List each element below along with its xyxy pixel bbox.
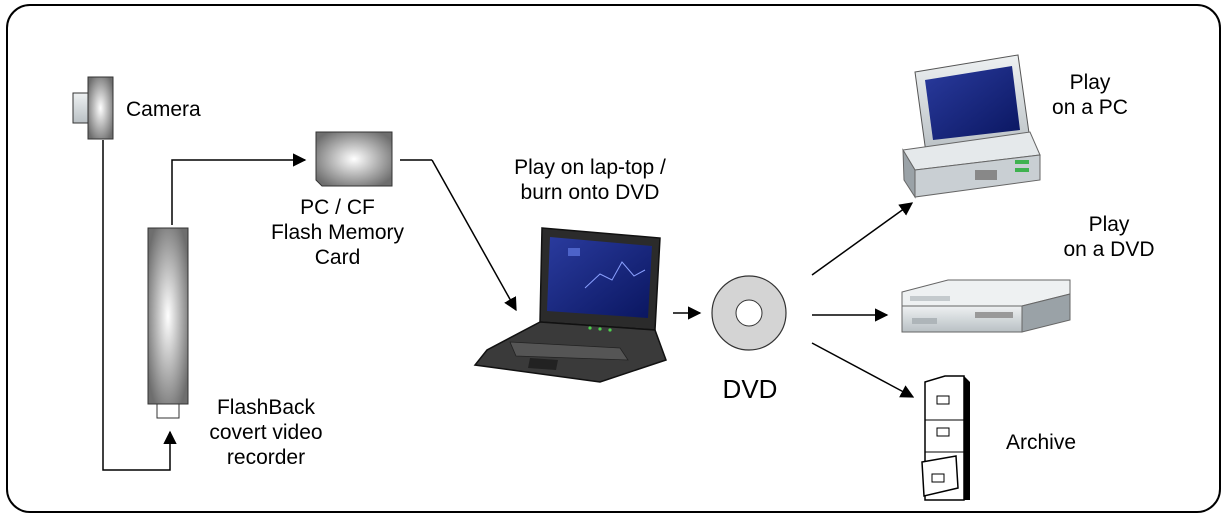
dvd-player-label: Play on a DVD bbox=[1048, 212, 1170, 262]
connector-card-to-laptop-diagonal bbox=[431, 159, 517, 312]
recorder-label-line3: recorder bbox=[226, 446, 306, 469]
connector-camera-to-recorder bbox=[102, 140, 177, 471]
flash-card-label-line1: PC / CF bbox=[300, 196, 375, 219]
pc-label: Play on a PC bbox=[1035, 70, 1145, 120]
desktop-pc-icon bbox=[902, 54, 1041, 199]
camera-icon bbox=[72, 76, 114, 140]
flash-memory-card-icon bbox=[315, 131, 393, 187]
camera-label: Camera bbox=[126, 98, 201, 121]
dvd-label: DVD bbox=[722, 374, 778, 404]
connector-recorder-to-card bbox=[171, 153, 307, 225]
connector-dvd-to-pc bbox=[811, 202, 914, 276]
recorder-label: FlashBack covert video recorder bbox=[196, 395, 336, 470]
diagram-frame bbox=[6, 4, 1221, 513]
pc-label-line1: Play bbox=[1069, 71, 1111, 94]
dvd-disc-icon bbox=[711, 275, 787, 351]
recorder-label-line1: FlashBack bbox=[216, 396, 316, 419]
flash-card-label: PC / CF Flash Memory Card bbox=[265, 195, 410, 270]
laptop-label: Play on lap-top / burn onto DVD bbox=[495, 155, 685, 205]
connector-dvd-to-archive bbox=[811, 342, 915, 398]
dvd-player-label-line1: Play bbox=[1088, 213, 1130, 236]
flash-card-label-line3: Card bbox=[314, 246, 361, 269]
recorder-label-line2: covert video bbox=[209, 421, 323, 444]
archive-label: Archive bbox=[1006, 431, 1077, 454]
laptop-icon bbox=[473, 227, 667, 383]
dvd-player-icon bbox=[901, 279, 1071, 333]
laptop-label-line2: burn onto DVD bbox=[520, 181, 660, 204]
flash-card-label-line2: Flash Memory bbox=[270, 221, 405, 244]
video-recorder-icon bbox=[147, 227, 189, 419]
laptop-label-line1: Play on lap-top / bbox=[514, 156, 666, 179]
pc-label-line2: on a PC bbox=[1052, 96, 1128, 119]
filing-cabinet-icon bbox=[921, 375, 970, 501]
dvd-player-label-line2: on a DVD bbox=[1063, 238, 1155, 261]
